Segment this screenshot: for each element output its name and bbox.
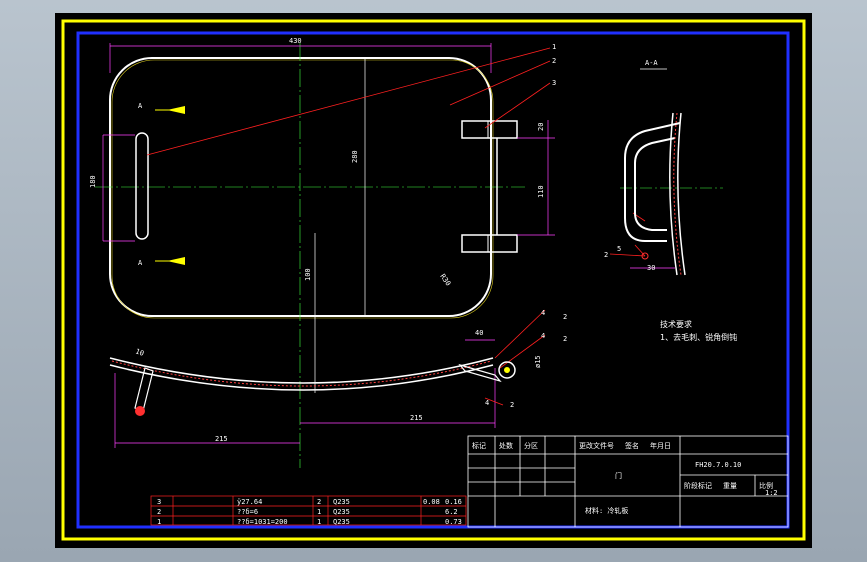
part-2-qty: 1 — [317, 508, 321, 516]
section-view-a-a: A-A — [620, 59, 723, 276]
svg-text:100: 100 — [304, 268, 312, 281]
part-2-name: ??δ=6 — [237, 508, 258, 516]
part-1-no: 1 — [157, 518, 161, 526]
svg-text:ø15: ø15 — [534, 355, 542, 368]
title-block-part-name: 门 — [615, 471, 622, 480]
svg-text:215: 215 — [215, 435, 228, 443]
parts-list — [150, 495, 467, 526]
tech-notes-title: 技术要求 — [660, 319, 692, 329]
title-block-material: 材料: 冷轧板 — [585, 506, 628, 515]
parts-list-rows: 3 ÿ27.64 2 Q235 0.08 0.16 2 ??δ=6 1 Q235… — [157, 498, 462, 526]
part-1-w2: 0.73 — [445, 518, 462, 526]
svg-text:10: 10 — [134, 347, 145, 357]
title-block-right-1: 重量 — [723, 482, 737, 490]
section-marker-bottom: A — [138, 259, 143, 267]
leader-2a: 2 — [563, 313, 567, 321]
part-1-name: ??δ=1031=200 — [237, 518, 288, 526]
part-1-qty: 1 — [317, 518, 321, 526]
title-block-header-1: 处数 — [499, 441, 513, 450]
leader-2d: 2 — [510, 401, 514, 409]
tech-notes-line-1: 1、去毛刺、锐角倒钝 — [660, 332, 737, 342]
title-block-right-2: 比例 — [759, 481, 773, 490]
title-block-header-5: 年月日 — [650, 441, 671, 450]
leader-4b: 4 — [541, 332, 545, 340]
title-block-right-0: 阶段标记 — [684, 481, 712, 490]
dimension-lines — [102, 43, 675, 448]
inner-border — [76, 31, 790, 529]
door-profile-section — [109, 357, 516, 416]
part-2-material: Q235 — [333, 508, 350, 516]
title-block-drawing-no: FH20.7.0.10 — [695, 461, 741, 469]
leader-2c: 2 — [604, 251, 608, 259]
leader-5: 5 — [617, 245, 621, 253]
title-block — [467, 435, 789, 528]
leader-4a: 4 — [541, 309, 545, 317]
technical-notes: 技术要求 1、去毛刺、锐角倒钝 — [660, 319, 737, 342]
svg-text:280: 280 — [351, 150, 359, 163]
part-1-material: Q235 — [333, 518, 350, 526]
svg-text:430: 430 — [289, 37, 302, 45]
part-3-material: Q235 — [333, 498, 350, 506]
leader-1: 1 — [552, 43, 556, 51]
leader-lines — [146, 47, 646, 406]
part-2-w2: 6.2 — [445, 508, 458, 516]
door-plan-view: A A — [95, 43, 525, 468]
title-block-header-4: 签名 — [625, 441, 639, 450]
title-block-header-2: 分区 — [524, 441, 538, 450]
leader-2: 2 — [552, 57, 556, 65]
leader-3: 3 — [552, 79, 556, 87]
svg-text:30: 30 — [647, 264, 655, 272]
leader-numbers: 1 2 3 4 2 4 2 5 2 4 2 — [485, 43, 621, 409]
svg-text:180: 180 — [89, 175, 97, 188]
part-3-qty: 2 — [317, 498, 321, 506]
outer-border — [61, 19, 806, 541]
title-block-header-0: 标记 — [472, 441, 486, 450]
svg-text:R30: R30 — [438, 273, 452, 288]
leader-4c: 4 — [485, 399, 489, 407]
part-2-no: 2 — [157, 508, 161, 516]
title-block-header-3: 更改文件号 — [579, 441, 614, 450]
svg-text:215: 215 — [410, 414, 423, 422]
section-marker-top: A — [138, 102, 143, 110]
part-3-w1: 0.08 — [423, 498, 440, 506]
part-3-w2: 0.16 — [445, 498, 462, 506]
svg-text:20: 20 — [537, 123, 545, 131]
svg-text:40: 40 — [475, 329, 483, 337]
part-3-name: ÿ27.64 — [237, 498, 262, 506]
svg-text:110: 110 — [537, 185, 545, 198]
title-block-texts: 标记 处数 分区 更改文件号 签名 年月日 门 FH20.7.0.10 阶段标记… — [472, 441, 778, 515]
dimension-texts: 430 180 280 110 20 215 215 30 40 R30 10 … — [89, 37, 655, 443]
leader-2b: 2 — [563, 335, 567, 343]
part-3-no: 3 — [157, 498, 161, 506]
cad-drawing-canvas: A A 1 2 3 4 — [55, 13, 812, 548]
section-label: A-A — [645, 59, 658, 67]
title-block-scale: 1:2 — [765, 489, 778, 497]
